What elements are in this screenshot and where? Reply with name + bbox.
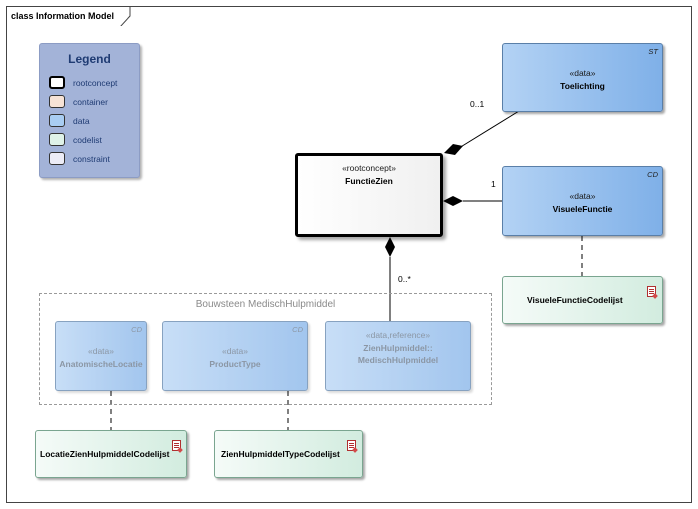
package-label: Bouwsteen MedischHulpmiddel — [195, 299, 336, 310]
functiezien-name: FunctieZien — [345, 176, 393, 186]
medischhulpmiddel-name-line1: ZienHulpmiddel:: — [363, 343, 433, 353]
legend-swatch-codelist — [49, 133, 65, 146]
anatomischelocatie-type-code: CD — [131, 325, 142, 334]
multiplicity-visuelefunctie: 1 — [491, 179, 496, 189]
visuelefunctie-name: VisueleFunctie — [552, 204, 613, 214]
toelichting-association — [458, 110, 520, 149]
visuelefunctie-stereotype: «data» — [569, 191, 596, 201]
class-anatomischelocatie[interactable]: CD «data» AnatomischeLocatie — [55, 321, 147, 391]
package-bouwsteen-medischhulpmiddel[interactable]: Bouwsteen MedischHulpmiddel — [39, 293, 492, 405]
multiplicity-toelichting: 0..1 — [470, 99, 485, 109]
medischhulpmiddel-stereotype: «data,reference» — [365, 330, 431, 340]
codelist-icon — [172, 440, 181, 451]
legend-label-codelist: codelist — [73, 135, 102, 145]
legend-swatch-data — [49, 114, 65, 127]
class-producttype[interactable]: CD «data» ProductType — [162, 321, 308, 391]
producttype-name: ProductType — [209, 359, 261, 369]
visuelefunctie-composition-diamond — [443, 196, 463, 206]
anatomischelocatie-name: AnatomischeLocatie — [59, 359, 143, 369]
legend-title: Legend — [68, 52, 111, 66]
legend-label-constraint: constraint — [73, 154, 110, 164]
codelist-locatie[interactable]: LocatieZienHulpmiddelCodelijst — [35, 430, 187, 478]
producttype-stereotype: «data» — [222, 346, 248, 356]
legend: Legend rootconcept container data codeli… — [39, 43, 140, 178]
class-visuelefunctie[interactable]: CD «data» VisueleFunctie — [502, 166, 663, 236]
visuelefunctie-codelist-name: VisueleFunctieCodelijst — [527, 295, 623, 305]
toelichting-name: Toelichting — [560, 81, 605, 91]
diagram-frame — [6, 6, 692, 503]
class-functiezien[interactable]: «rootconcept» FunctieZien — [295, 153, 443, 237]
codelist-type[interactable]: ZienHulpmiddelTypeCodelijst — [214, 430, 363, 478]
type-codelist-name: ZienHulpmiddelTypeCodelijst — [221, 449, 340, 459]
legend-swatch-constraint — [49, 152, 65, 165]
toelichting-stereotype: «data» — [569, 68, 596, 78]
codelist-icon — [347, 440, 356, 451]
class-medischhulpmiddel[interactable]: «data,reference» ZienHulpmiddel:: Medisc… — [325, 321, 471, 391]
legend-label-container: container — [73, 97, 108, 107]
codelist-icon — [647, 286, 656, 297]
frame-tab — [6, 6, 131, 26]
legend-swatch-rootconcept — [49, 76, 65, 89]
medischhulpmiddel-name-line2: MedischHulpmiddel — [357, 355, 439, 365]
multiplicity-medischhulpmiddel: 0..* — [398, 274, 411, 284]
legend-label-rootconcept: rootconcept — [73, 78, 118, 88]
producttype-type-code: CD — [292, 325, 303, 334]
visuelefunctie-type-code: CD — [647, 170, 658, 179]
toelichting-type-code: ST — [648, 47, 658, 56]
locatie-codelist-name: LocatieZienHulpmiddelCodelijst — [40, 449, 170, 459]
legend-label-data: data — [73, 116, 90, 126]
toelichting-composition-diamond — [444, 144, 463, 155]
class-toelichting[interactable]: ST «data» Toelichting — [502, 43, 663, 112]
legend-swatch-container — [49, 95, 65, 108]
medischhulpmiddel-composition-diamond — [385, 237, 395, 257]
anatomischelocatie-stereotype: «data» — [88, 346, 114, 356]
codelist-visuelefunctie[interactable]: VisueleFunctieCodelijst — [502, 276, 663, 324]
frame-title: class Information Model — [11, 11, 115, 21]
functiezien-stereotype: «rootconcept» — [342, 163, 396, 173]
